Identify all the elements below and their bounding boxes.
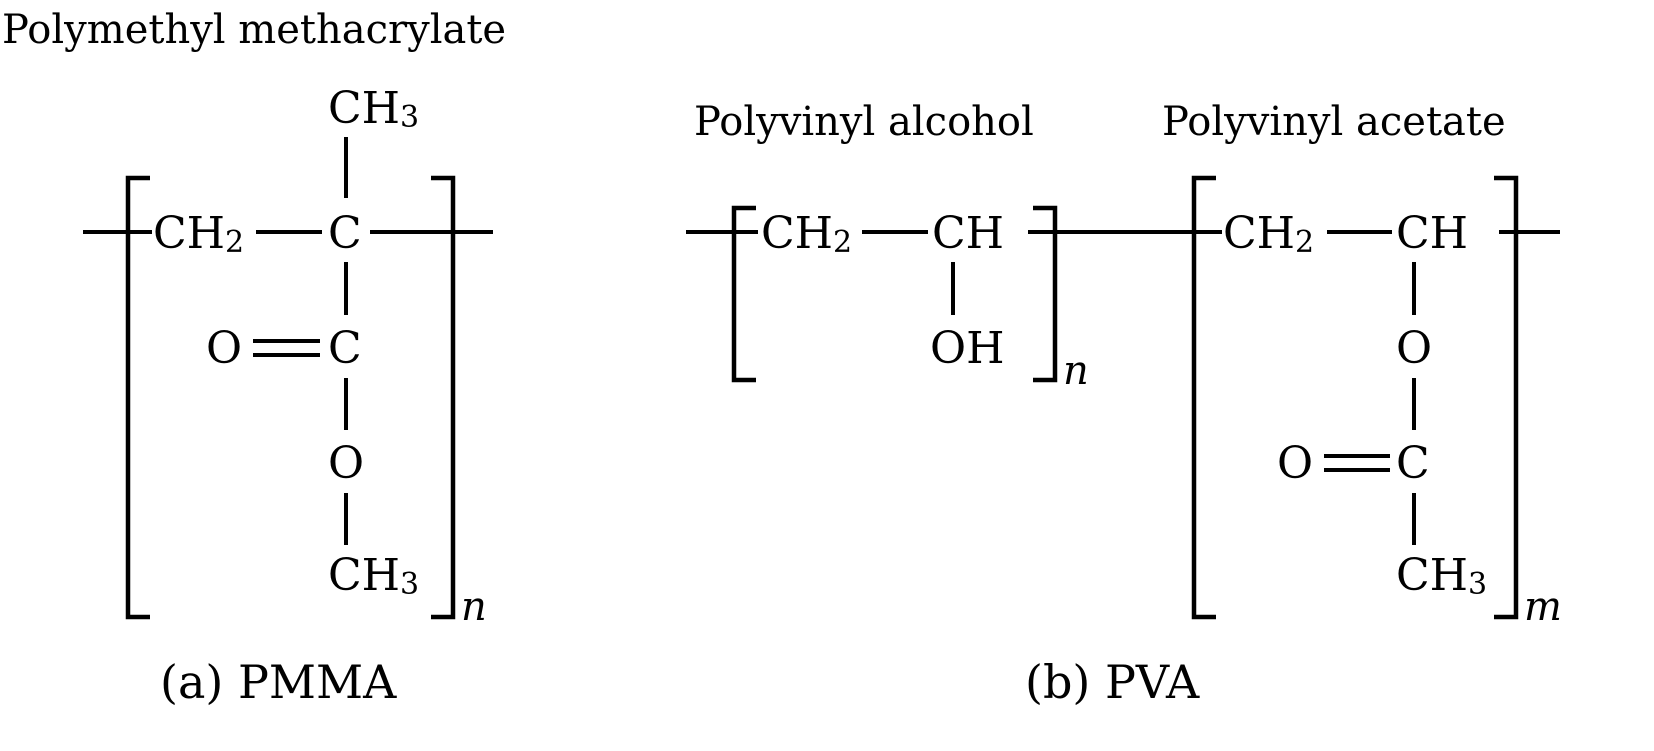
pmma-title: Polymethyl methacrylate <box>2 7 506 53</box>
pva-acetate-bracket-left <box>1191 175 1216 620</box>
pva-acetate-c-carbonyl: C <box>1396 438 1430 489</box>
pmma-repeat-index: n <box>461 584 487 630</box>
pmma-ch3-top: CH3 <box>328 83 419 135</box>
pmma-structure: Polymethyl methacrylate CH3 CH2 C O C O … <box>2 7 506 709</box>
pva-acetate-bracket-right <box>1494 175 1519 620</box>
pva-alcohol-ch: CH <box>932 208 1004 259</box>
pmma-caption: (a) PMMA <box>160 655 397 709</box>
pva-caption: (b) PVA <box>1025 655 1200 709</box>
pva-acetate-title: Polyvinyl acetate <box>1162 99 1506 145</box>
pmma-ch2: CH2 <box>153 208 244 260</box>
pva-acetate-o-double: O <box>1277 438 1313 489</box>
pmma-ch3-bottom: CH3 <box>328 550 419 602</box>
pmma-c-carbonyl: C <box>328 323 362 374</box>
pmma-bracket-left <box>125 175 150 620</box>
pva-acetate-ch3: CH3 <box>1396 550 1487 602</box>
pva-alcohol-repeat-index: n <box>1063 348 1089 394</box>
pva-alcohol-bracket-right <box>1033 205 1058 383</box>
pmma-c-main: C <box>328 208 362 259</box>
pmma-bracket-right <box>431 175 456 620</box>
pva-alcohol-bracket-left <box>731 205 756 383</box>
pva-acetate-o-ester: O <box>1396 323 1432 374</box>
pva-alcohol-ch2: CH2 <box>761 208 852 260</box>
pva-acetate-ch2: CH2 <box>1223 208 1314 260</box>
pva-acetate-repeat-index: m <box>1524 584 1562 630</box>
pmma-o-double: O <box>206 323 242 374</box>
pmma-o-ester: O <box>328 438 364 489</box>
pva-alcohol-title: Polyvinyl alcohol <box>694 99 1034 145</box>
pva-structure: Polyvinyl alcohol Polyvinyl acetate CH2 … <box>686 99 1562 709</box>
pva-alcohol-oh: OH <box>930 323 1004 374</box>
pva-acetate-ch: CH <box>1396 208 1468 259</box>
